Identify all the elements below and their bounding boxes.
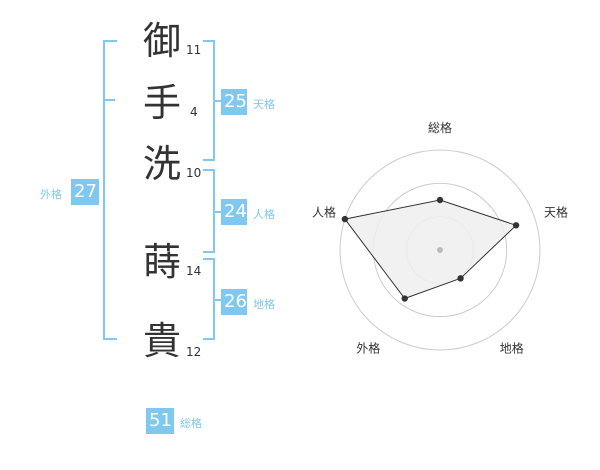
chikaku-bracket-tick [213, 299, 221, 301]
radar-point-0 [436, 196, 444, 204]
name-char-3: 洗 [143, 142, 182, 186]
radar-axis-label-3: 外格 [356, 341, 380, 356]
radar-point-3 [401, 295, 408, 302]
gaikaku-label: 外格 [40, 188, 62, 201]
jinkaku-bracket-tick [213, 211, 221, 213]
gaikaku-bracket [103, 40, 117, 340]
tenkaku-bracket-tick [213, 100, 221, 102]
name-char-1: 御 [143, 19, 182, 63]
stroke-count-3: 10 [186, 166, 202, 180]
radar-center-dot [437, 247, 443, 253]
name-char-4: 蒔 [143, 240, 182, 284]
radar-axis-label-0: 総格 [428, 120, 452, 135]
tenkaku-value-badge: 25 [221, 89, 247, 115]
stroke-count-4: 14 [186, 264, 202, 278]
radar-grid-ring [339, 149, 541, 351]
soukaku-value-badge: 51 [146, 408, 174, 434]
radar-series-polygon [344, 199, 518, 300]
radar-point-1 [512, 222, 520, 229]
jinkaku-value-badge: 24 [221, 199, 247, 225]
stroke-count-1: 11 [186, 43, 202, 57]
radar-axis-label-4: 人格 [312, 204, 336, 219]
radar-point-4 [341, 215, 349, 223]
radar-point-2 [457, 275, 464, 282]
jinkaku-label: 人格 [253, 208, 275, 221]
chikaku-value-badge: 26 [221, 289, 247, 315]
gaikaku-value-badge: 27 [71, 179, 99, 205]
radar-axis-label-1: 天格 [544, 204, 568, 219]
tenkaku-label: 天格 [253, 98, 275, 111]
soukaku-label: 総格 [180, 417, 202, 430]
radar-axis-label-2: 地格 [500, 341, 524, 356]
name-char-2: 手 [143, 81, 182, 125]
stroke-count-2: 4 [190, 105, 198, 119]
stroke-count-5: 12 [186, 345, 202, 359]
chikaku-label: 地格 [253, 298, 275, 311]
name-char-5: 貴 [143, 319, 182, 363]
gaikaku-bracket-tick [103, 99, 115, 101]
